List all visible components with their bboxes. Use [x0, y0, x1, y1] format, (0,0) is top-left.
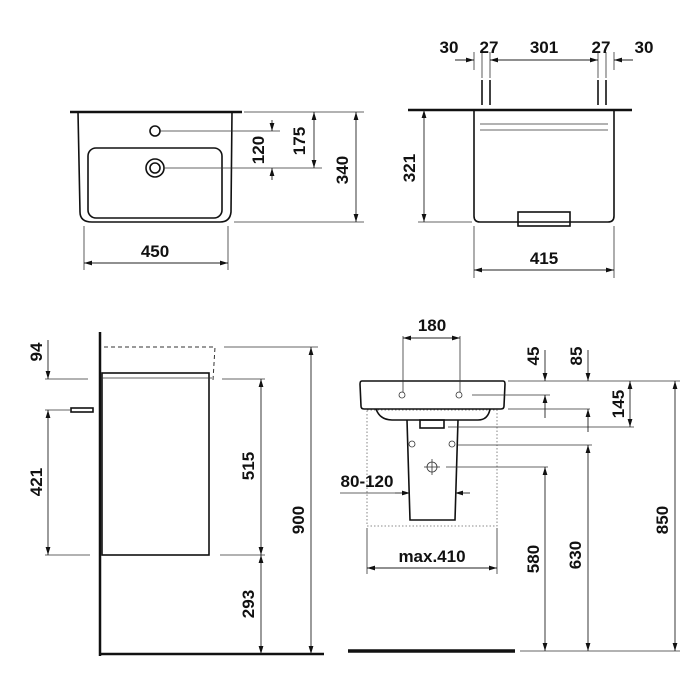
- dim-30-left: 30: [440, 38, 459, 57]
- dim-301: 301: [530, 38, 558, 57]
- dim-450: 450: [141, 242, 169, 261]
- dim-580: 580: [524, 545, 543, 573]
- dim-45: 45: [524, 347, 543, 366]
- dim-850: 850: [653, 506, 672, 534]
- dim-293: 293: [239, 590, 258, 618]
- dim-175: 175: [290, 127, 309, 155]
- basin-front-view: 180 45 85 145 850 630 580 80-120 max.410: [340, 316, 680, 653]
- dim-180: 180: [418, 316, 446, 335]
- dim-415: 415: [530, 249, 558, 268]
- dim-120: 120: [249, 136, 268, 164]
- drain-icon: [145, 158, 165, 178]
- dim-145: 145: [609, 390, 628, 418]
- mounting-hole-icon: [398, 391, 463, 475]
- cabinet-side-view: 94 421 515 293 900: [27, 332, 324, 656]
- dim-27-left: 27: [480, 38, 499, 57]
- basin-back-view: 30 27 301 27 30 321 415: [400, 38, 653, 278]
- dim-94: 94: [27, 342, 46, 361]
- dim-80-120: 80-120: [341, 472, 394, 491]
- dim-900: 900: [289, 506, 308, 534]
- tap-hole-icon: [149, 125, 161, 137]
- dim-421: 421: [27, 468, 46, 496]
- dim-27-right: 27: [592, 38, 611, 57]
- wall-anchor-icon: [70, 407, 94, 413]
- basin-top-view: 120 175 340 450: [70, 110, 364, 270]
- dim-321: 321: [400, 154, 419, 182]
- dim-30-right: 30: [635, 38, 654, 57]
- dim-515: 515: [239, 452, 258, 480]
- dim-630: 630: [566, 541, 585, 569]
- dim-85: 85: [567, 347, 586, 366]
- dim-max-410: max.410: [398, 547, 465, 566]
- wall-anchor-icon: [481, 80, 607, 105]
- dim-340: 340: [333, 156, 352, 184]
